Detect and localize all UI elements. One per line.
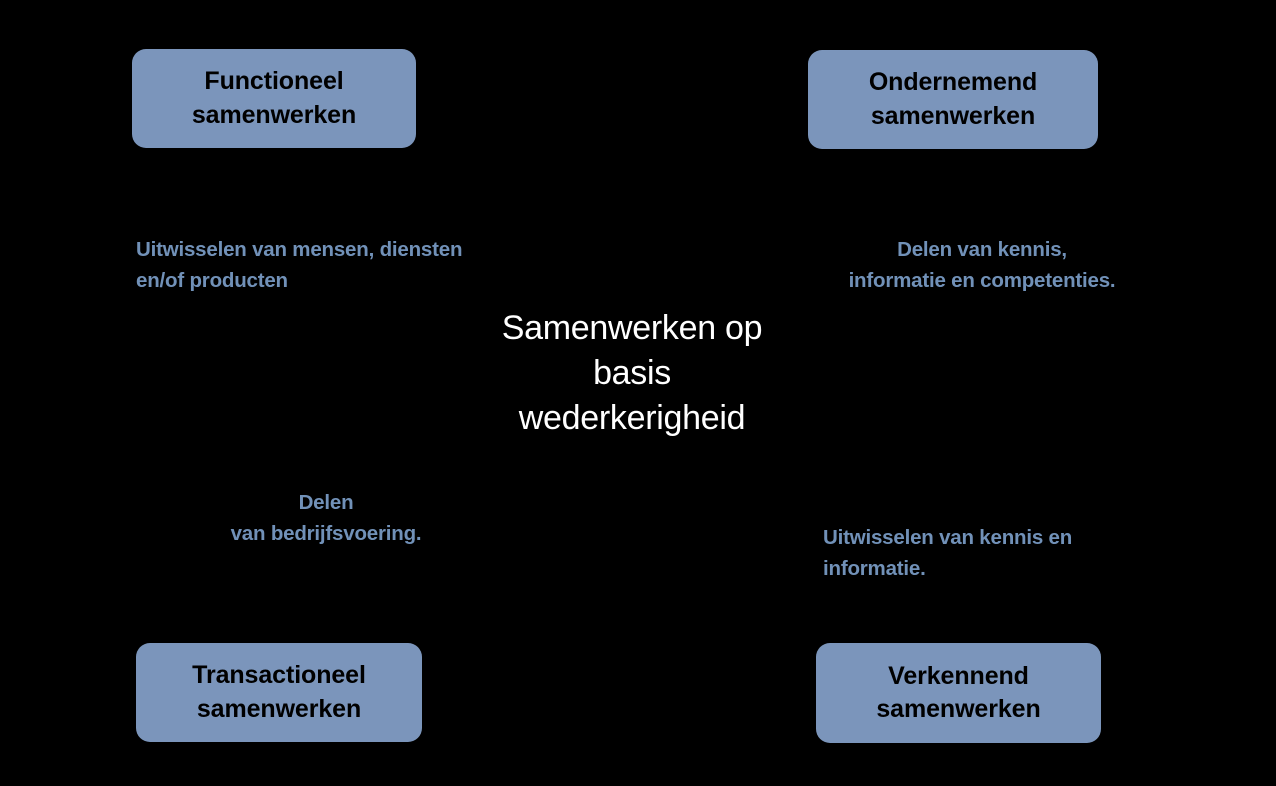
quadrant-description-functioneel: Uitwisselen van mensen, diensten en/of p… <box>136 238 463 292</box>
quadrant-box-ondernemend-label: Ondernemend samenwerken <box>868 68 1038 130</box>
quadrant-box-transactioneel-label: Transactioneel samenwerken <box>192 661 366 723</box>
quadrant-description-ondernemend: Delen van kennis, informatie en competen… <box>848 238 1116 292</box>
quadrant-box-verkennend[interactable]: Verkennend samenwerken <box>816 643 1101 743</box>
quadrant-description-verkennend: Uitwisselen van kennis en informatie. <box>823 526 1073 580</box>
quadrant-description-transactioneel: Delen van bedrijfsvoering. <box>230 491 422 545</box>
quadrant-box-transactioneel[interactable]: Transactioneel samenwerken <box>136 643 422 742</box>
center-title: Samenwerken op basis wederkerigheid <box>501 309 763 437</box>
quadrant-box-functioneel[interactable]: Functioneel samenwerken <box>132 49 416 148</box>
quadrant-box-ondernemend[interactable]: Ondernemend samenwerken <box>808 50 1098 149</box>
quadrant-box-verkennend-label: Verkennend samenwerken <box>876 661 1041 724</box>
quadrant-box-functioneel-label: Functioneel samenwerken <box>191 67 357 129</box>
